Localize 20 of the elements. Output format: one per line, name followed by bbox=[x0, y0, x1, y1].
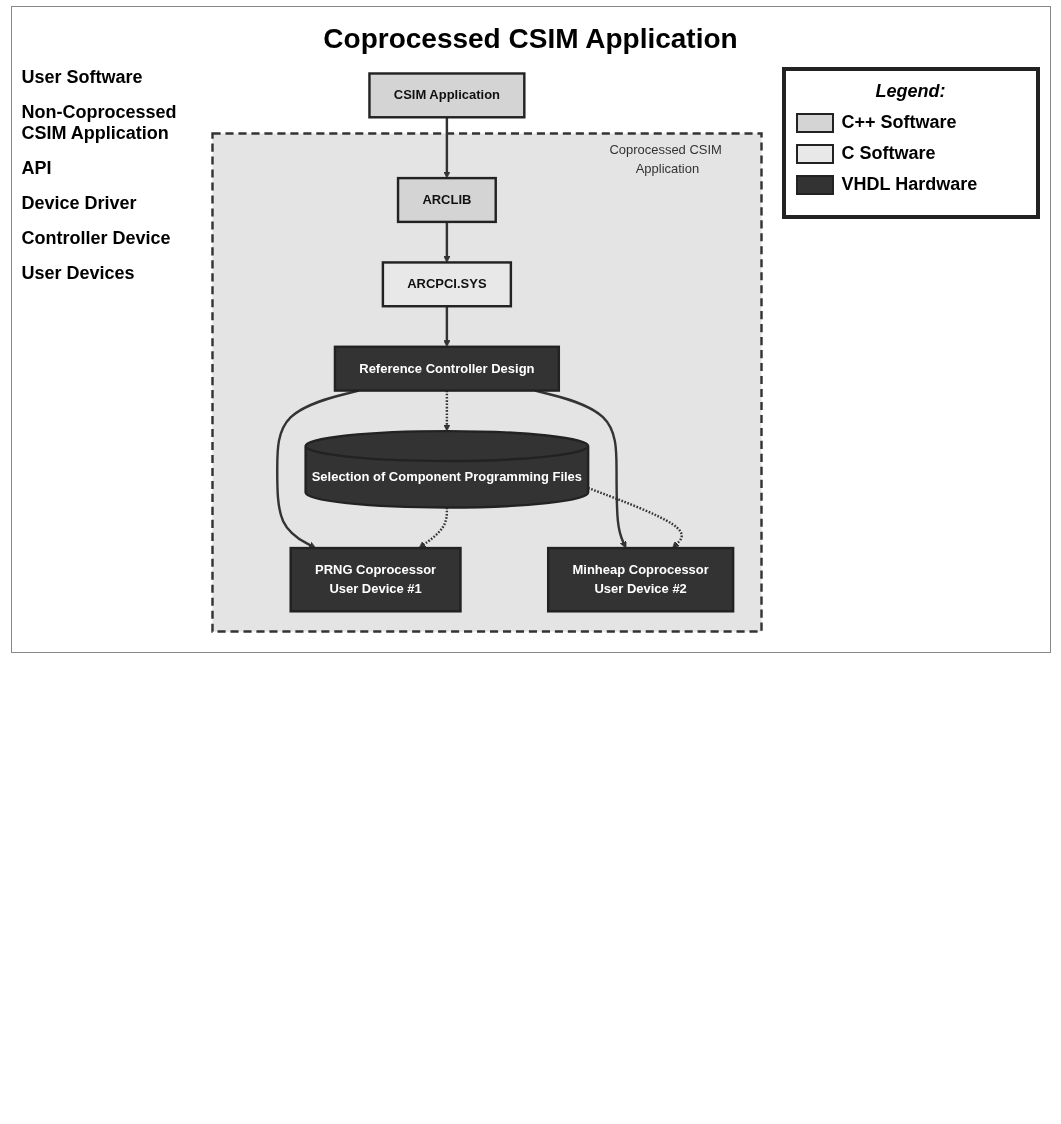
node-box: PRNG Coprocessor User Device #1 bbox=[288, 546, 462, 613]
arrow bbox=[442, 117, 450, 179]
side-label: Device Driver bbox=[21, 193, 138, 214]
side-label: API bbox=[21, 158, 53, 179]
node-box: Reference Controller Design bbox=[333, 345, 560, 392]
legend-label: C++ Software bbox=[841, 112, 957, 133]
legend-heading: Legend: bbox=[874, 81, 947, 102]
side-label: User Devices bbox=[21, 263, 136, 284]
node-box: ARCPCI.SYS bbox=[381, 261, 512, 308]
diagram-title: Coprocessed CSIM Application bbox=[322, 23, 739, 55]
side-label: Non-Coprocessed CSIM Application bbox=[21, 102, 178, 144]
arrow bbox=[442, 221, 450, 263]
node-box: CSIM Application bbox=[367, 72, 526, 119]
side-label: User Software bbox=[21, 67, 144, 88]
node-box: ARCLIB bbox=[396, 176, 497, 224]
arrow bbox=[587, 486, 683, 549]
node-box: Minheap Coprocessor User Device #2 bbox=[546, 546, 734, 613]
side-label: Controller Device bbox=[21, 228, 172, 249]
legend-label: VHDL Hardware bbox=[841, 174, 978, 195]
legend-label: C Software bbox=[841, 143, 936, 164]
